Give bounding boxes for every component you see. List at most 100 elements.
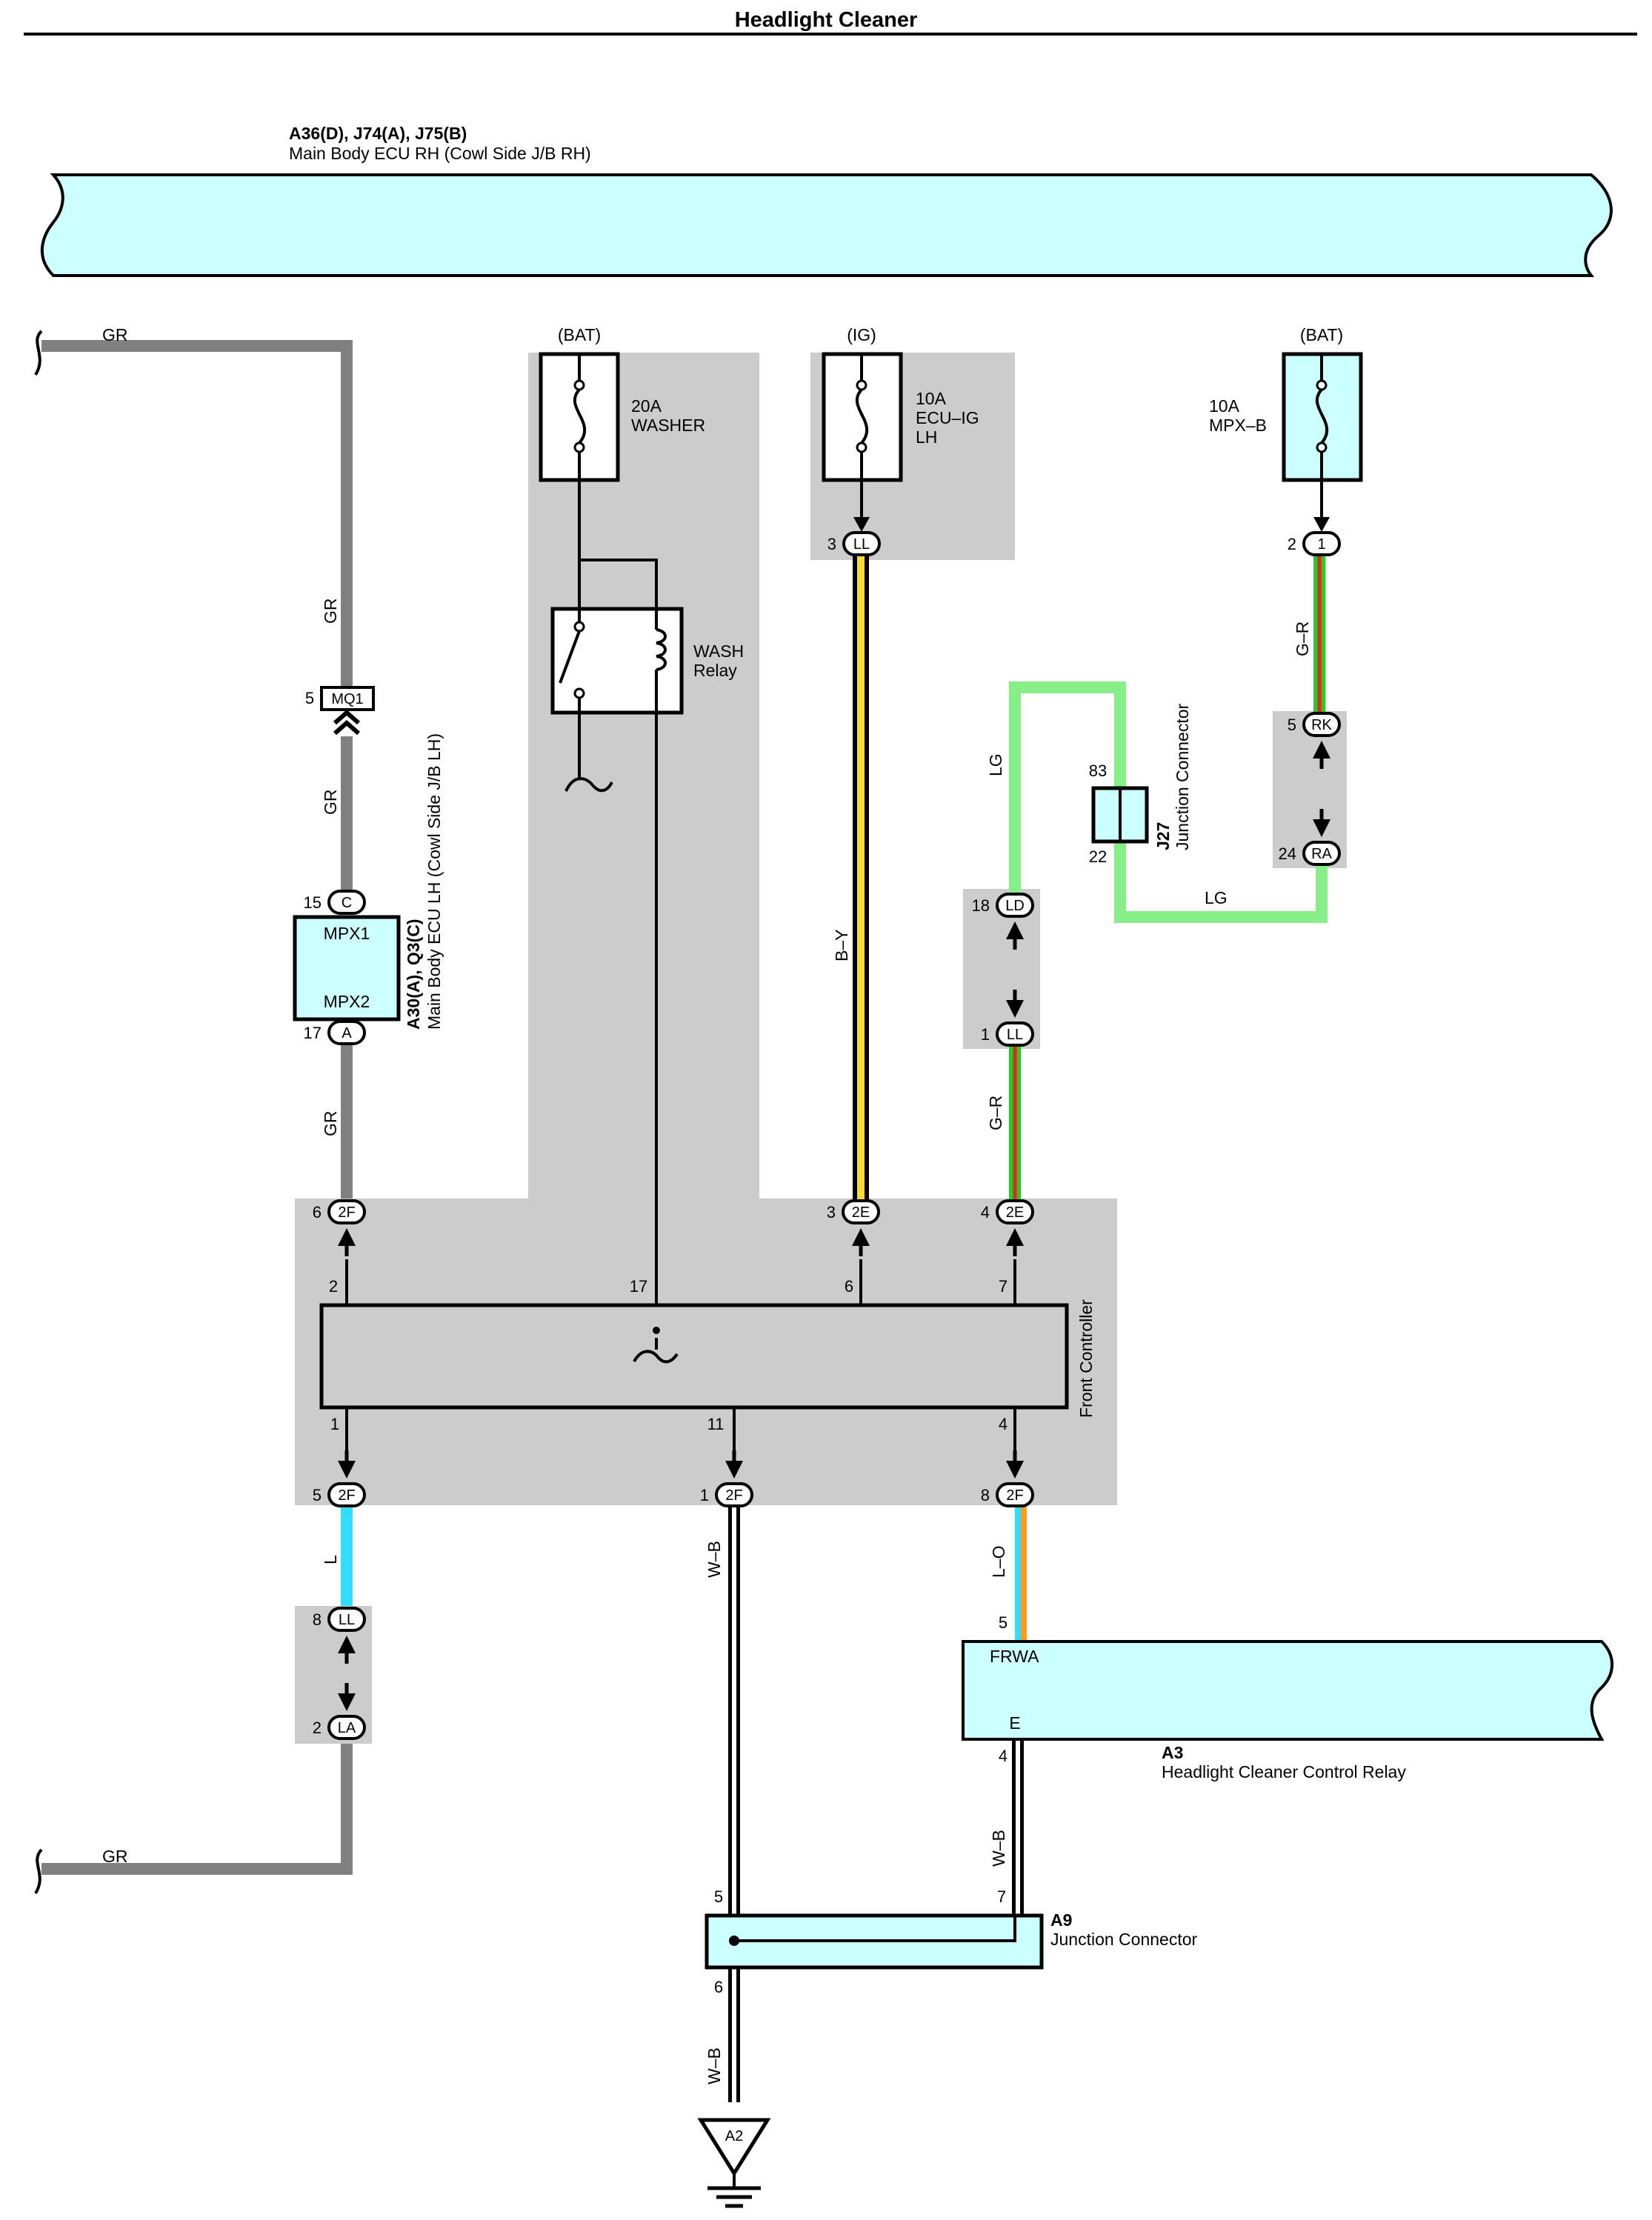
- main-body-ecu-lh: MPX1 MPX2 A30(A), Q3(C) Main Body ECU LH…: [293, 733, 444, 1030]
- j27-code: J27: [1153, 822, 1173, 850]
- connector-f2f-5: 2F 5: [313, 1482, 366, 1507]
- a3-pin-out: 4: [999, 1747, 1007, 1765]
- connector-f2f-8: 2F8: [981, 1482, 1034, 1507]
- connector-pin: 3: [827, 1203, 836, 1221]
- connector-pin: 1: [981, 1025, 990, 1044]
- fc-pin-6: 6: [845, 1277, 853, 1296]
- wash-relay: WASH Relay: [550, 607, 744, 793]
- wire-label-lg-v: LG: [986, 753, 1005, 776]
- connector-ra: RA 24: [1279, 841, 1341, 866]
- j27-pin-top: 83: [1089, 761, 1107, 780]
- headlight-cleaner-control-relay: FRWA E 5 4 A3 Headlight Cleaner Control …: [962, 1613, 1613, 1781]
- connector-la-bot: LA2: [313, 1715, 366, 1740]
- front-controller-pins: 2 17 6 7 1 11 4: [329, 1277, 1007, 1433]
- connector-label: C: [342, 895, 352, 911]
- a3-code: A3: [1162, 1743, 1183, 1762]
- connector-pin: 15: [304, 893, 322, 912]
- connector-label: 2E: [1006, 1204, 1024, 1221]
- ecu-lh-mpx1: MPX1: [324, 924, 370, 943]
- a9-name: Junction Connector: [1050, 1930, 1198, 1949]
- fc-pin-2: 2: [329, 1277, 338, 1296]
- connector-pin: 5: [313, 1486, 322, 1504]
- connector-ll-ig: LL3: [827, 531, 881, 556]
- a3-pin-in: 5: [999, 1613, 1007, 1632]
- connector-label: 2F: [338, 1487, 355, 1504]
- wire-label-gr-mid: G–R: [986, 1096, 1005, 1130]
- wire-label-l: L: [321, 1555, 340, 1564]
- wire-label-gr-bot: GR: [102, 1847, 128, 1866]
- wire-label-gr-v2: GR: [321, 790, 340, 816]
- fc-ground-squiggle: [633, 1350, 679, 1364]
- a9-pin-b: 6: [714, 1978, 723, 1996]
- wire-label-gr-v1: GR: [321, 599, 340, 624]
- arrowhead: [725, 1461, 743, 1479]
- wire-label-lg-h: LG: [1205, 888, 1228, 907]
- a3-e: E: [1009, 1713, 1020, 1733]
- connector-e2e-3: 2E 3: [827, 1199, 880, 1224]
- a9-code: A9: [1050, 1910, 1072, 1930]
- fuse-ecu-ig-name1: ECU–IG: [916, 408, 979, 427]
- connector-pin: 6: [313, 1203, 322, 1221]
- front-controller: Front Controller: [319, 1299, 1096, 1418]
- page-title: Headlight Cleaner: [735, 8, 918, 32]
- connector-label: 1: [1317, 536, 1325, 553]
- shaded-regions: [295, 353, 1347, 1744]
- connector-label: 2E: [852, 1204, 870, 1221]
- connector-label: RA: [1311, 846, 1332, 862]
- connector-c-top: C 15: [304, 890, 366, 915]
- ecu-lh-mpx2: MPX2: [324, 992, 370, 1011]
- fuse-mpx-b-name: MPX–B: [1209, 416, 1267, 435]
- wire-label-lo: L–O: [989, 1546, 1008, 1578]
- fuse-ecu-ig-rating: 10A: [916, 389, 947, 408]
- connector-pin: 24: [1279, 844, 1296, 863]
- connector-pin: 2: [1288, 535, 1296, 553]
- a9-pin-tl: 5: [714, 1887, 723, 1906]
- wire-label-by: B–Y: [832, 930, 851, 961]
- mq1-label: MQ1: [331, 691, 363, 707]
- fuse-ecu-ig-source: (IG): [847, 325, 876, 344]
- wire-lo: [1015, 1504, 1027, 1643]
- arrowhead: [1006, 921, 1024, 939]
- a3-frwa: FRWA: [990, 1647, 1039, 1666]
- wire-label-wb3: W–B: [705, 2047, 724, 2084]
- connector-pin: 1: [700, 1486, 709, 1504]
- fuse-ecu-ig: (IG) 10A ECU–IG LH: [822, 325, 979, 532]
- main-body-ecu-rh-name: Main Body ECU RH (Cowl Side J/B RH): [289, 144, 591, 163]
- connector-pin: 2: [313, 1719, 322, 1737]
- connector-label: LL: [339, 1612, 355, 1628]
- connector-rk: RK5: [1288, 712, 1341, 737]
- wire-labels: GR GR GR GR GR B–Y LG LG G–R G–R L W–B L…: [102, 325, 1312, 2084]
- wire-gr: [41, 340, 353, 1875]
- j27-name: Junction Connector: [1173, 703, 1192, 850]
- connector-e2e-4: 2E4: [981, 1199, 1034, 1224]
- ecu-lh-code: A30(A), Q3(C): [404, 919, 423, 1030]
- arrowhead: [338, 1693, 356, 1711]
- fuse-washer-rating: 20A: [631, 396, 662, 416]
- connector-f2f-1: 2F 1: [700, 1482, 753, 1507]
- connector-label: 2F: [725, 1487, 742, 1504]
- fuse-washer-name: WASHER: [631, 416, 705, 435]
- fuse-ecu-ig-name2: LH: [916, 427, 937, 447]
- connector-pin: 8: [313, 1610, 322, 1629]
- connector-label: A: [342, 1025, 352, 1041]
- wire-gr-end-top: [34, 330, 43, 376]
- connector-label: 2F: [1006, 1487, 1023, 1504]
- fc-pin-7: 7: [999, 1277, 1007, 1296]
- fuse-mpx-b-rating: 10A: [1209, 396, 1240, 416]
- wire-label-gr-v3: GR: [321, 1111, 340, 1137]
- fuse-washer: (BAT) 20A WASHER: [539, 325, 705, 482]
- connector-pin: 18: [972, 896, 990, 915]
- connector-f2f-6: 2F6: [313, 1199, 366, 1224]
- arrowhead: [1006, 1461, 1024, 1479]
- connector-ll-mid: LL1: [981, 1021, 1034, 1047]
- connector-label: LL: [853, 536, 870, 553]
- connector-mpxb-1: 12: [1288, 531, 1341, 556]
- a9-pin-tr: 7: [997, 1887, 1006, 1906]
- main-body-ecu-rh-code: A36(D), J74(A), J75(B): [289, 124, 467, 143]
- arrowhead: [1006, 1228, 1024, 1246]
- connector-ll-bot: LL 8: [313, 1607, 366, 1632]
- fuse-mpx-b: (BAT) 10A MPX–B: [1209, 325, 1363, 532]
